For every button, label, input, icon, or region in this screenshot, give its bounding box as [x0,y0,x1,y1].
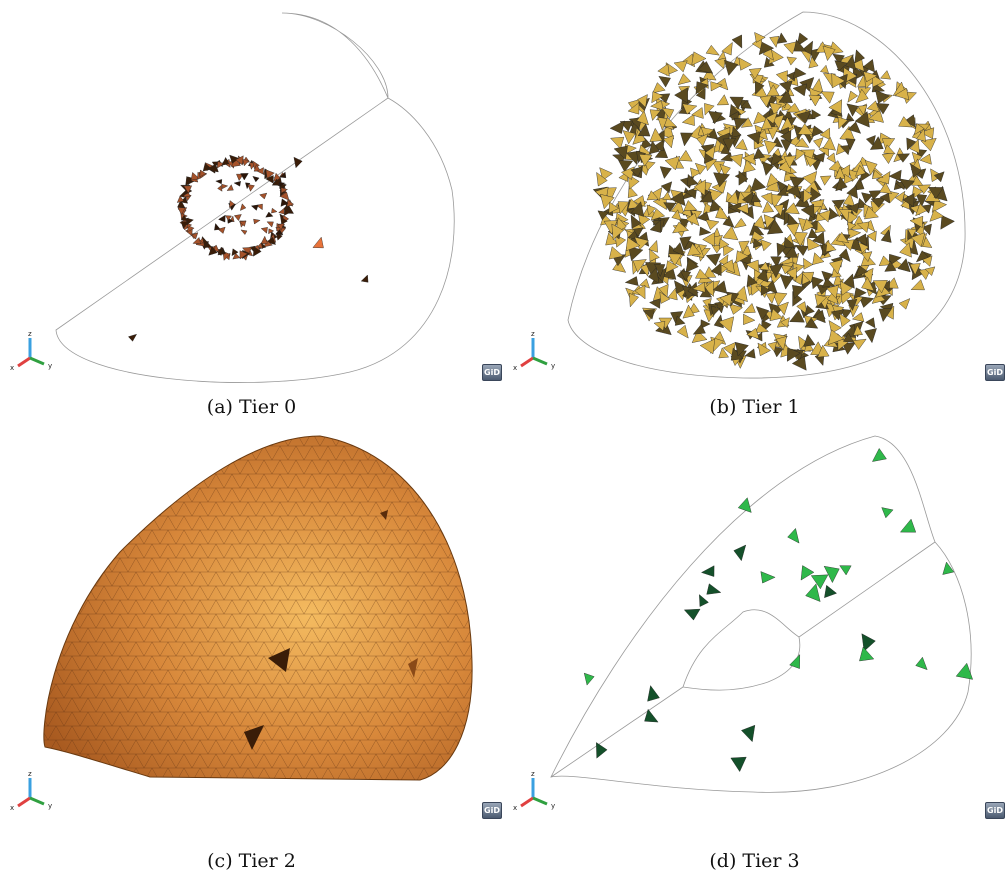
panel-tier-0 [0,0,503,390]
caption-tier-2: (c) Tier 2 [207,850,296,872]
tier-1-mesh-view [567,11,966,379]
caption-tier-3: (d) Tier 3 [709,850,800,872]
domain-outline [55,12,455,383]
panel-tier-1 [503,0,1006,390]
tier-0-mesh-view [55,12,455,383]
axis-x-label: x [10,364,14,372]
panel-tier-3 [503,432,1006,812]
gid-logo-icon: GiD [482,802,502,819]
tier-0-elements [128,154,369,342]
axis-y-label: y [551,362,555,370]
axis-z-label: z [28,770,32,778]
axis-y-label: y [48,362,52,370]
tier-3-elements [583,448,974,773]
caption-tier-0: (a) Tier 0 [206,396,297,418]
inner-cavity-outline [682,609,801,691]
gid-logo-icon: GiD [985,802,1005,819]
gid-logo-icon: GiD [985,364,1005,381]
axis-triad-icon: z x y [513,770,555,812]
tier-2-mesh-view [43,435,473,781]
section-line [550,541,936,778]
axis-z-label: z [28,330,32,338]
axis-z-label: z [531,330,535,338]
axis-triad-icon: z x y [10,770,52,812]
axis-triad-icon: z x y [10,330,52,372]
domain-outline [550,435,972,793]
tier-3-mesh-view [550,435,974,793]
axis-triad-icon: z x y [513,330,555,372]
caption-tier-1: (b) Tier 1 [709,396,800,418]
tier-2-elements [244,510,418,750]
panel-tier-2 [0,432,503,812]
axis-x-label: x [513,364,517,372]
axis-y-label: y [48,802,52,810]
axis-x-label: x [513,804,517,812]
axis-x-label: x [10,804,14,812]
tier-1-elements [592,32,955,371]
axis-z-label: z [531,770,535,778]
axis-y-label: y [551,802,555,810]
domain-outline [567,11,966,379]
gid-logo-icon: GiD [482,364,502,381]
